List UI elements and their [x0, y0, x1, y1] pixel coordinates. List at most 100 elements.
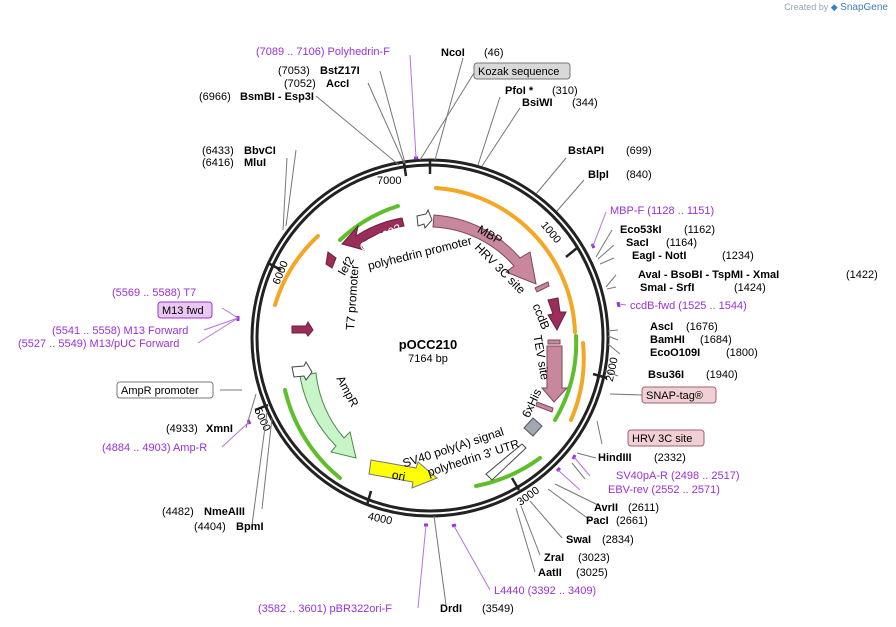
primer-leaders — [197, 54, 627, 609]
svg-text:(1162): (1162) — [684, 224, 715, 236]
svg-text:(2661): (2661) — [616, 515, 648, 527]
site-bsiwi: BsiWI — [522, 97, 553, 109]
site-bstapi: BstAPI — [568, 145, 604, 157]
svg-text:(2332): (2332) — [654, 452, 686, 464]
feature-arcs — [273, 186, 586, 488]
tick-7000: 7000 — [377, 175, 401, 187]
green-arc-top — [338, 204, 400, 242]
leader-lines — [220, 57, 643, 606]
ori-feature — [368, 459, 438, 489]
tick-5000: 5000 — [251, 406, 272, 433]
snap-box[interactable]: SNAP-tag® — [641, 386, 717, 404]
svg-text:SNAP-tag®: SNAP-tag® — [646, 390, 703, 402]
svg-text:(1684): (1684) — [700, 334, 732, 346]
site-bsmbi: BsmBI - Esp3I — [240, 91, 314, 103]
site-eagi: EagI - NotI — [632, 250, 686, 262]
site-pfoi: PfoI * — [505, 85, 534, 97]
sites-right: NcoI(46) PfoI *(310) BsiWI(344) BstAPI(6… — [440, 47, 878, 615]
site-zrai: ZraI — [544, 552, 564, 564]
svg-text:HRV 3C site: HRV 3C site — [632, 433, 692, 445]
ampr-prom-box[interactable]: AmpR promoter — [116, 381, 214, 399]
site-avrii: AvrII — [594, 502, 618, 514]
svg-text:(1800): (1800) — [726, 347, 758, 359]
svg-text:(4404): (4404) — [194, 521, 226, 533]
tick-2000: 2000 — [604, 356, 621, 382]
svg-text:(1422): (1422) — [846, 269, 878, 281]
svg-text:(6966): (6966) — [199, 91, 231, 103]
svg-text:(7052): (7052) — [284, 78, 316, 90]
watermark-brand: SnapGene — [840, 2, 888, 13]
primer-polyhedrin-f: (7089 .. 7106) Polyhedrin-F — [256, 46, 390, 58]
site-bstz17i: BstZ17I — [320, 65, 360, 77]
svg-text:(4482): (4482) — [162, 506, 194, 518]
svg-text:AmpR promoter: AmpR promoter — [121, 385, 199, 397]
plasmid-size: 7164 bp — [408, 353, 448, 365]
primer-pbr322ori-f: (3582 .. 3601) pBR322ori-F — [258, 603, 392, 615]
svg-text:(699): (699) — [626, 145, 652, 157]
site-paci: PacI — [586, 515, 609, 527]
hrv-box[interactable]: HRV 3C site — [627, 429, 705, 447]
primer-ccdb-fwd: ccdB-fwd (1525 .. 1544) — [630, 300, 747, 312]
primer-sv40pa-r: SV40pA-R (2498 .. 2517) — [616, 470, 740, 482]
watermark-created-by: Created by — [784, 2, 829, 12]
site-asci: AscI — [650, 321, 673, 333]
site-blpi: BlpI — [588, 169, 609, 181]
site-bsu36i: Bsu36I — [648, 369, 684, 381]
site-swai: SwaI — [566, 534, 591, 546]
polyh-prom-feature — [416, 208, 433, 230]
tev-feature — [547, 339, 561, 345]
ccdb-feature — [547, 297, 567, 332]
kozak-box[interactable]: Kozak sequence — [473, 62, 571, 80]
snap-arc — [569, 341, 586, 422]
site-eco0109i: EcoO109I — [650, 347, 700, 359]
site-saci: SacI — [626, 237, 649, 249]
green-arc-1 — [553, 334, 579, 422]
site-mlui: MluI — [244, 157, 266, 169]
site-bbvci: BbvCI — [244, 145, 276, 157]
ori-label: ori — [391, 468, 407, 484]
primer-l4440: L4440 (3392 .. 3409) — [494, 585, 596, 597]
site-eco53ki: Eco53kI — [620, 224, 662, 236]
svg-text:(344): (344) — [572, 97, 598, 109]
ampr-label: AmpR — [333, 373, 361, 409]
site-xmni: XmnI — [206, 423, 233, 435]
site-avai: AvaI - BsoBI - TspMI - XmaI — [638, 269, 779, 281]
svg-text:(1164): (1164) — [666, 237, 697, 249]
hrv-feature — [534, 281, 550, 293]
lef2-feature — [325, 251, 337, 269]
svg-text:Kozak sequence: Kozak sequence — [478, 66, 559, 78]
svg-text:(310): (310) — [552, 85, 578, 97]
primer-m13-puc: (5527 .. 5549) M13/pUC Forward — [18, 338, 179, 350]
svg-text:(1676): (1676) — [686, 321, 718, 333]
primer-mbp-f: MBP-F (1128 .. 1151) — [610, 205, 714, 217]
site-hindiii: HindIII — [598, 452, 632, 464]
site-smai: SmaI - SrfI — [640, 282, 694, 294]
site-nmeaiii: NmeAIII — [204, 506, 245, 518]
t7-prom-label: T7 promoter — [343, 264, 362, 330]
svg-text:(3549): (3549) — [482, 603, 514, 615]
svg-text:(1234): (1234) — [722, 250, 754, 262]
plasmid-name: pOCC210 — [399, 337, 458, 352]
svg-text:(4933): (4933) — [166, 423, 198, 435]
ampr-prom-feature — [291, 360, 313, 381]
svg-text:(6416): (6416) — [202, 157, 234, 169]
t7-feature — [291, 320, 314, 337]
svg-text:(2834): (2834) — [602, 534, 634, 546]
m13fwd-box[interactable]: M13 fwd — [157, 301, 213, 319]
svg-text:(1424): (1424) — [734, 282, 766, 294]
site-aatii: AatII — [538, 567, 562, 579]
ampr-feature — [299, 372, 357, 459]
primer-t7: (5569 .. 5588) T7 — [112, 287, 196, 299]
snap-inner-feature — [540, 345, 569, 403]
mbp-feature — [432, 214, 537, 285]
primer-ebv-rev: EBV-rev (2552 .. 2571) — [608, 484, 720, 496]
green-arc-3 — [283, 388, 342, 480]
tick-4000: 4000 — [367, 511, 393, 528]
svg-text:(7053): (7053) — [278, 65, 310, 77]
primer-labels: (7089 .. 7106) Polyhedrin-F MBP-F (1128 … — [18, 46, 747, 615]
orf603-feature — [341, 217, 405, 251]
green-arc-2 — [474, 456, 542, 488]
svg-text:(3025): (3025) — [576, 567, 608, 579]
ccdb-label: ccdB — [530, 301, 553, 331]
sv40-feature — [485, 443, 527, 481]
